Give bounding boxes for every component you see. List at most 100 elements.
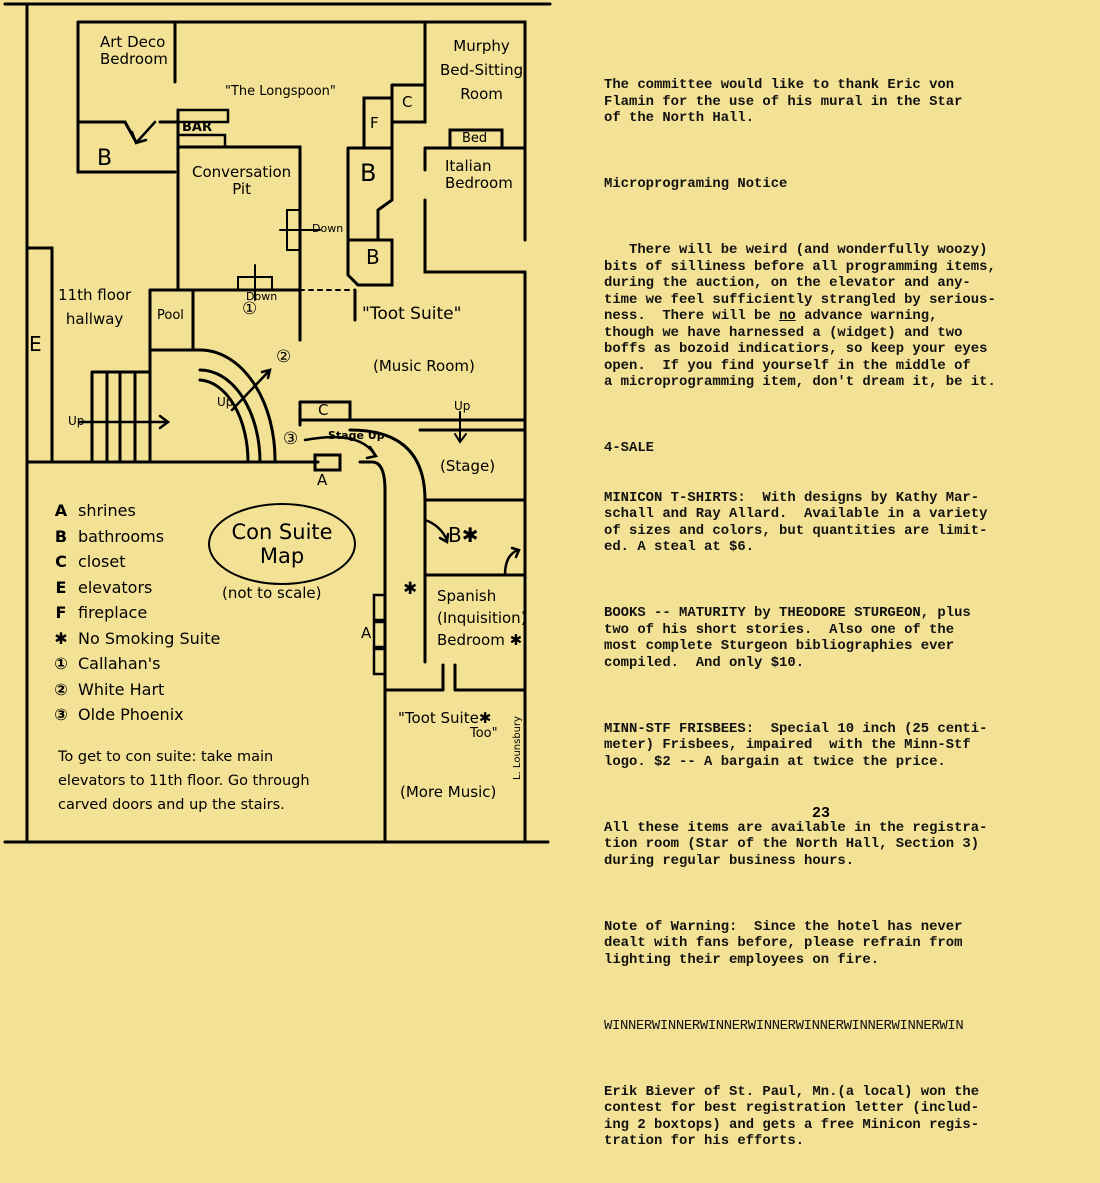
legend-key: B <box>54 526 68 546</box>
wall-elevators <box>25 246 54 464</box>
wall-center-bathrooms <box>346 146 394 287</box>
no-smoking-bathroom-mark: B✱ <box>448 523 479 547</box>
room-art-deco-bedroom: Art Deco Bedroom <box>100 33 168 69</box>
room-music-room: (Music Room) <box>373 357 475 375</box>
typed-text-page: The committee would like to thank Eric v… <box>604 44 1084 1183</box>
directions-line: elevators to 11th floor. Go through <box>58 773 310 789</box>
elevators-mark: E <box>29 332 42 356</box>
legend-key: ✱ <box>54 628 68 648</box>
room-italian-bedroom: Italian Bedroom <box>445 157 513 193</box>
room-label-line: "Toot Suite✱ <box>398 709 492 727</box>
down-label: Down <box>246 290 278 303</box>
room-label-line: Bed-Sitting <box>440 61 524 79</box>
room-murphy-bed-sitting: Murphy Bed-Sitting Room <box>440 34 523 106</box>
room-spanish-inquisition-bedroom: Spanish (Inquisition) Bedroom ✱ <box>437 585 527 651</box>
tshirts-paragraph: MINICON T-SHIRTS: With designs by Kathy … <box>604 489 988 556</box>
legend-key: A <box>54 501 68 520</box>
legend-label: White Hart <box>78 679 165 699</box>
stage-up-label: Stage Up <box>328 429 385 442</box>
bed-label: Bed <box>462 131 488 146</box>
availability-paragraph: All these items are available in the reg… <box>604 819 988 869</box>
room-more-music: (More Music) <box>400 783 497 801</box>
room-label-line: Bedroom <box>445 174 513 193</box>
legend-key: E <box>55 577 67 597</box>
no-smoking-star: ✱ <box>403 579 418 599</box>
room-label-line: Art Deco <box>100 33 166 51</box>
legend-label: Olde Phoenix <box>78 705 184 724</box>
legend-label: closet <box>78 552 126 571</box>
legend-key: ③ <box>54 705 68 724</box>
down-label: Down <box>312 222 344 235</box>
bathroom-mark: B <box>97 146 113 171</box>
microprograming-paragraph: There will be weird (and wonderfully woo… <box>604 242 1084 391</box>
bar-label: BAR <box>182 120 212 135</box>
legend-item: ③ Olde Phoenix <box>52 702 220 728</box>
wall-music-room <box>298 400 527 432</box>
map-title-line: Map <box>259 544 305 568</box>
wall-art-deco <box>76 20 447 174</box>
room-label-line: Room <box>460 85 503 103</box>
legend-key: F <box>55 603 67 622</box>
room-label-line: Pit <box>232 180 251 199</box>
curved-up-arrow <box>230 368 272 412</box>
eleventh-floor-hallway: 11th floor hallway <box>58 283 131 331</box>
olde-phoenix-marker: ③ <box>283 429 299 449</box>
wall-lower-hall <box>25 418 527 844</box>
legend-label: No Smoking Suite <box>78 628 221 648</box>
frisbees-paragraph: MINN-STF FRISBEES: Special 10 inch (25 c… <box>604 720 988 770</box>
room-toot-suite: "Toot Suite" <box>362 304 462 324</box>
shrine-mark: A <box>361 624 372 642</box>
legend-key: C <box>55 552 67 571</box>
map-subtitle: (not to scale) <box>222 584 322 602</box>
shrines <box>372 593 387 676</box>
stairs-up-arrow <box>78 414 171 430</box>
room-label-line: Italian <box>445 157 492 175</box>
wall-bar <box>176 108 230 149</box>
room-label-line: 11th floor <box>58 286 132 304</box>
legend-key: ② <box>54 679 68 699</box>
room-label-line: (Inquisition) <box>437 609 527 627</box>
con-suite-map: Art Deco Bedroom "The Longspoon" Murphy … <box>0 0 560 850</box>
room-label-line: Too" <box>470 726 498 742</box>
closet-mark: C <box>402 93 413 111</box>
wall-toot-suite <box>148 270 527 422</box>
microprograming-heading: Microprograming Notice <box>604 176 788 192</box>
room-stage: (Stage) <box>440 457 496 475</box>
legend-item: ✱ No Smoking Suite <box>52 626 220 652</box>
room-label-line: Spanish <box>437 587 497 605</box>
books-paragraph: BOOKS -- MATURITY by THEODORE STURGEON, … <box>604 605 971 671</box>
map-title: Con Suite Map <box>208 503 356 585</box>
more-music-wall <box>383 698 527 844</box>
legend-item: ② White Hart <box>52 677 220 703</box>
stage-up-arrow <box>454 411 467 444</box>
fireplace-mark: F <box>370 114 379 132</box>
legend-label: fireplace <box>78 603 148 622</box>
legend-label: elevators <box>78 577 153 597</box>
room-conversation-pit: Conversation Pit <box>192 163 292 199</box>
spanish-door-arrow <box>423 518 521 577</box>
directions-line: carved doors and up the stairs. <box>58 797 285 813</box>
room-label-line: Conversation <box>192 163 292 181</box>
page-number: 23 <box>812 805 831 822</box>
bathroom-mark: B <box>360 159 377 187</box>
legend-label: Callahan's <box>78 654 161 673</box>
stairs-main <box>90 370 152 464</box>
room-toot-suite-too: "Toot Suite✱ Too" <box>398 709 498 742</box>
winner-paragraph: Erik Biever of St. Paul, Mn.(a local) wo… <box>604 1083 980 1150</box>
white-hart-marker: ② <box>276 347 292 367</box>
room-label-line: Murphy <box>453 37 510 55</box>
shrine-mark: A <box>317 471 328 489</box>
room-label-line: Bedroom ✱ <box>437 631 523 649</box>
map-title-line: Con Suite <box>231 520 333 544</box>
directions-line: To get to con suite: take main <box>58 749 274 765</box>
bathroom-arrow <box>130 120 157 145</box>
sale-heading: 4-SALE <box>604 440 655 456</box>
room-label-line: hallway <box>65 310 124 328</box>
warning-paragraph: Note of Warning: Since the hotel has nev… <box>604 918 963 968</box>
